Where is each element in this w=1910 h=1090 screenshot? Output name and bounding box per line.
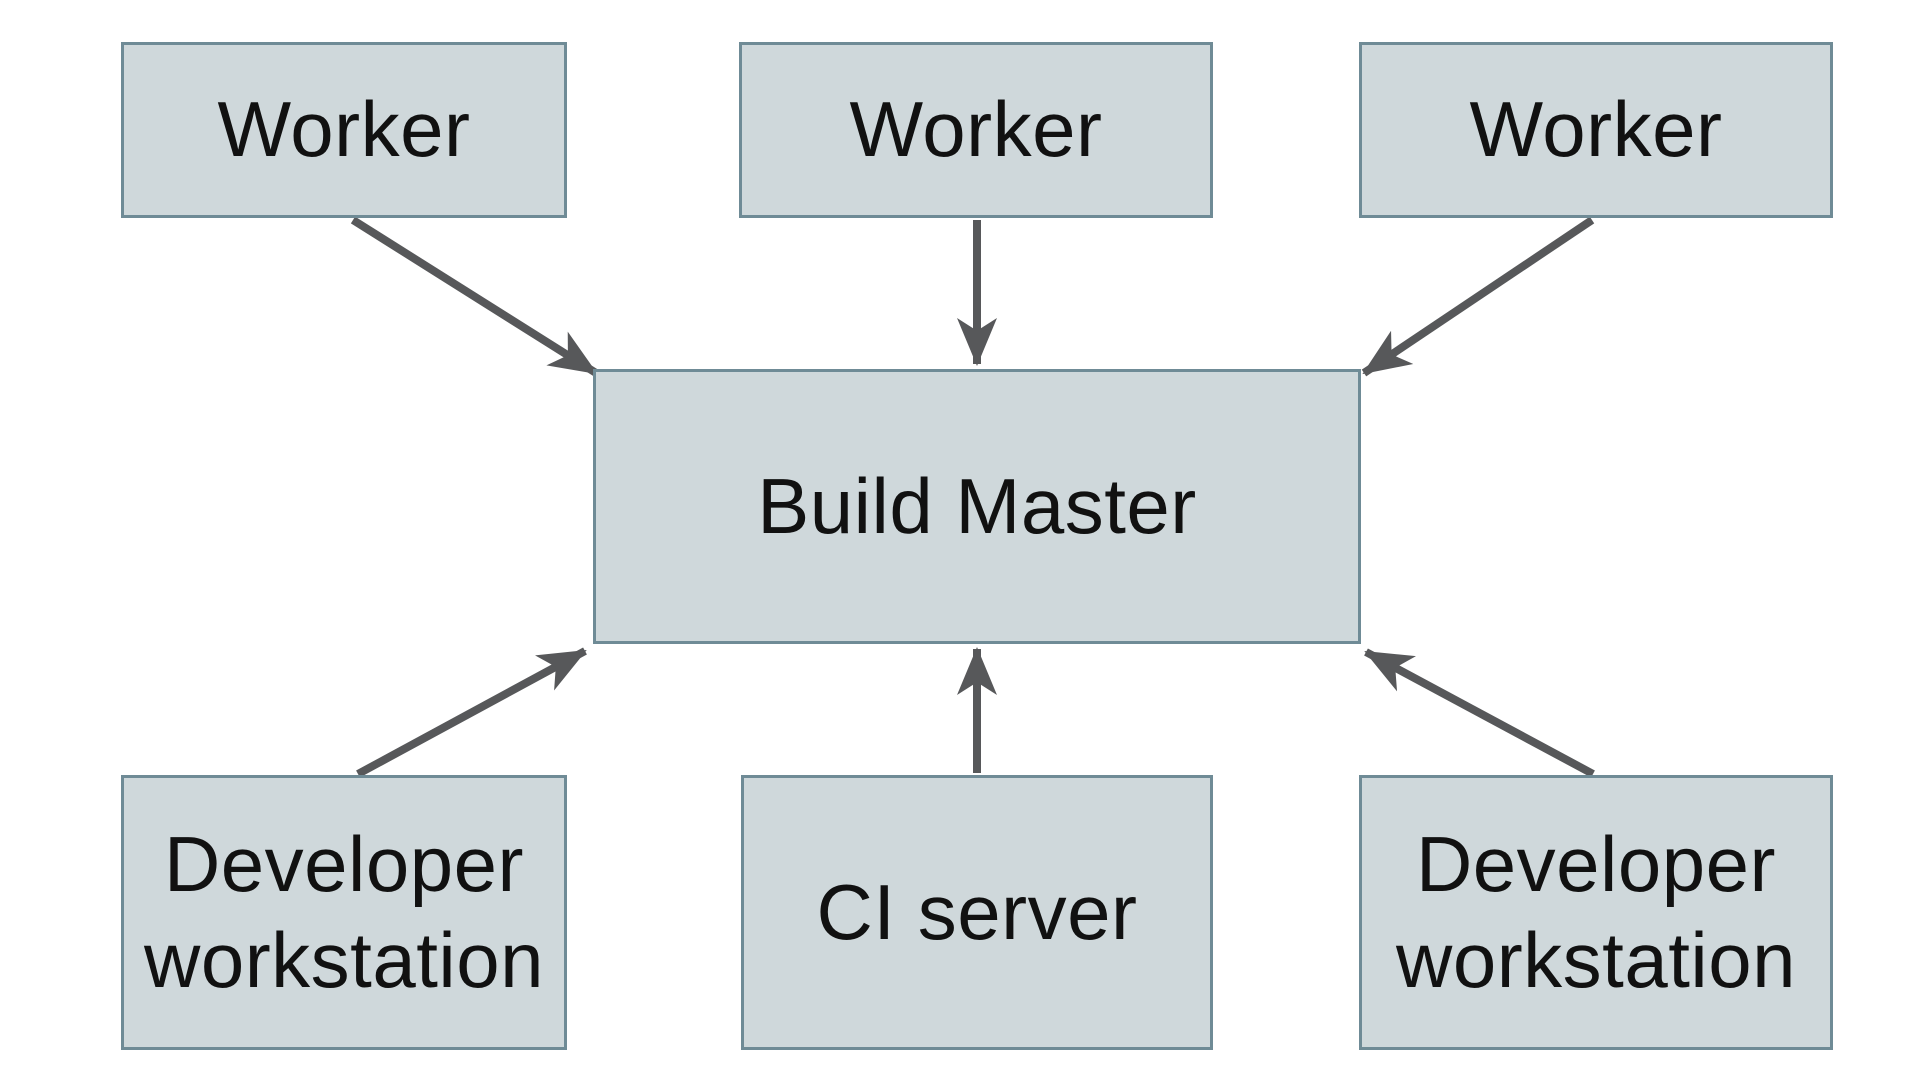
node-worker-3: Worker [1359, 42, 1833, 218]
arrow-worker-3-to-build-master [1361, 216, 1595, 377]
arrow-developer-workstation-left-to-build-master [356, 647, 587, 778]
node-build-master: Build Master [593, 369, 1361, 644]
node-label: CI server [816, 867, 1138, 956]
node-label: Developer workstation [144, 820, 544, 1004]
node-label: Worker [217, 85, 471, 174]
node-worker-1: Worker [121, 42, 567, 218]
arrow-worker-1-to-build-master [350, 216, 599, 377]
node-developer-workstation-right: Developer workstation [1359, 775, 1833, 1050]
node-label: Developer workstation [1396, 820, 1796, 1004]
node-label: Worker [1469, 85, 1723, 174]
node-ci-server: CI server [741, 775, 1213, 1050]
arrow-developer-workstation-right-to-build-master [1364, 648, 1595, 778]
node-developer-workstation-left: Developer workstation [121, 775, 567, 1050]
node-worker-2: Worker [739, 42, 1213, 218]
node-label: Build Master [757, 461, 1197, 550]
node-label: Worker [849, 85, 1103, 174]
